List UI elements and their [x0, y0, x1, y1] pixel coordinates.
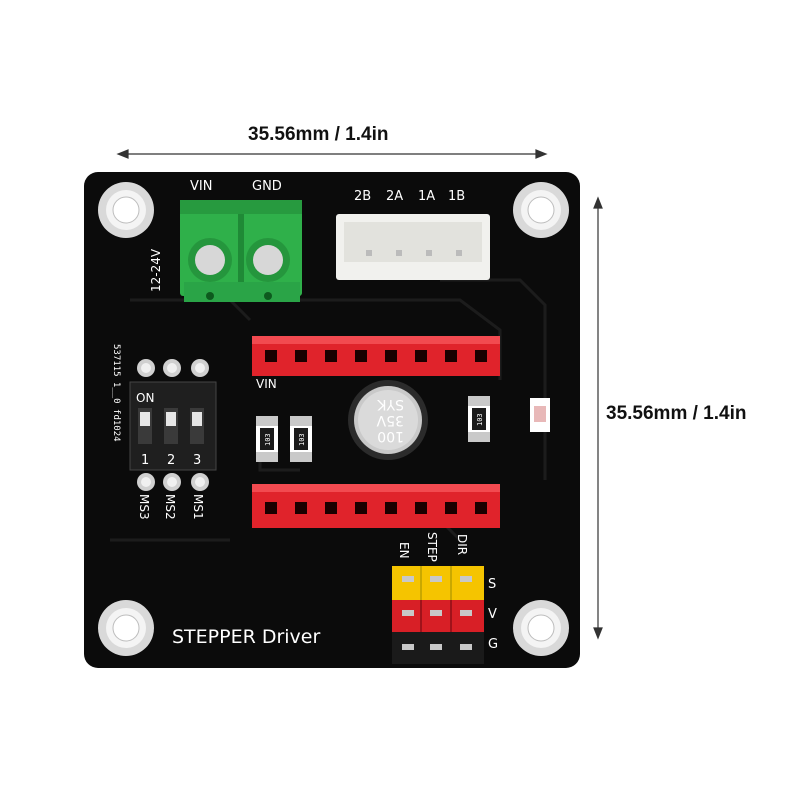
motor-connector: [336, 214, 490, 280]
signal-pin-en: EN: [397, 542, 411, 559]
capacitor-voltage: 35V: [376, 412, 404, 428]
terminal-vin-label: VIN: [190, 179, 212, 194]
mounting-hole-top-left: [98, 182, 154, 238]
dip-number-3: 3: [193, 453, 201, 468]
dip-number-2: 2: [167, 453, 175, 468]
capacitor-brand: SYK: [377, 396, 404, 412]
side-marking: 537115 1__0 fd1024: [111, 344, 121, 442]
smd-resistor-3: [468, 396, 490, 442]
dip-switch: [129, 359, 217, 491]
signal-pin-header: [392, 566, 484, 664]
board-title: STEPPER Driver: [172, 626, 320, 648]
motor-pin-1b: 1B: [448, 189, 465, 204]
height-dimension-arrow: [593, 196, 603, 640]
width-dimension-label: 35.56mm / 1.4in: [248, 124, 389, 145]
resistor-3-code: 103: [476, 413, 484, 426]
row-label-g: G: [488, 637, 498, 652]
row-label-v: V: [488, 607, 497, 622]
width-dimension-arrow: [116, 149, 548, 159]
dip-on-label: ON: [136, 391, 154, 405]
signal-pin-step: STEP: [425, 532, 439, 562]
header-vin-label: VIN: [256, 377, 277, 391]
row-label-s: S: [488, 577, 496, 592]
smd-resistor-1: [256, 416, 278, 462]
dip-label-ms2: MS2: [163, 494, 177, 520]
motor-pin-1a: 1A: [418, 189, 435, 204]
power-terminal-block: [180, 200, 302, 302]
signal-pin-dir: DIR: [455, 534, 469, 555]
status-led: [530, 398, 550, 432]
dip-label-ms1: MS1: [191, 494, 205, 520]
dip-label-ms3: MS3: [137, 494, 151, 520]
height-dimension-label: 35.56mm / 1.4in: [606, 403, 747, 424]
motor-pin-2b: 2B: [354, 189, 371, 204]
motor-pin-2a: 2A: [386, 189, 403, 204]
resistor-1-code: 103: [264, 433, 272, 446]
terminal-gnd-label: GND: [252, 179, 282, 194]
capacitor: [348, 380, 428, 460]
header-top: [252, 336, 500, 376]
mounting-hole-top-right: [513, 182, 569, 238]
smd-resistor-2: [290, 416, 312, 462]
voltage-label: 12-24V: [149, 248, 163, 292]
header-bottom: [252, 484, 500, 528]
resistor-2-code: 103: [298, 433, 306, 446]
mounting-hole-bottom-right: [513, 600, 569, 656]
dip-number-1: 1: [141, 453, 149, 468]
mounting-hole-bottom-left: [98, 600, 154, 656]
capacitor-value: 100: [377, 428, 404, 444]
